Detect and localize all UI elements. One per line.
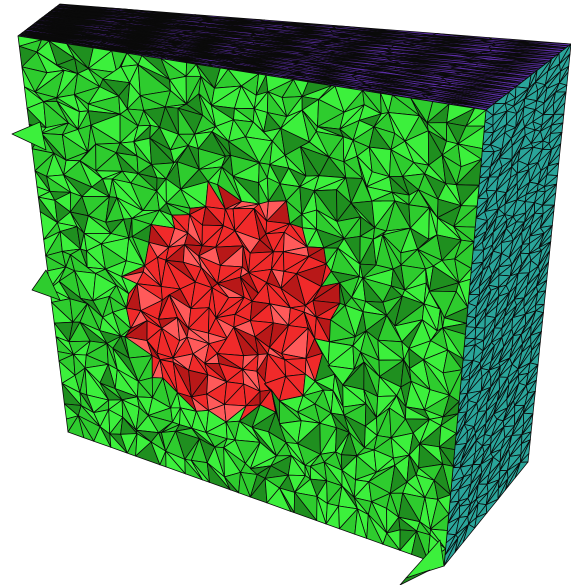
cut-face-triangle — [224, 476, 240, 494]
cut-face-triangle — [366, 514, 384, 545]
cut-face-triangle — [293, 491, 318, 521]
cut-face-triangle — [190, 459, 211, 483]
side-face-triangle — [514, 461, 529, 479]
cut-face-triangle — [279, 487, 295, 513]
cut-face-triangle — [238, 471, 251, 498]
cut-face-triangle — [109, 433, 128, 454]
edge-spike — [399, 569, 431, 585]
cut-face-triangle — [316, 496, 327, 525]
cut-face — [11, 35, 487, 585]
side-face-triangle — [462, 523, 476, 543]
edge-spike — [31, 269, 61, 301]
edge-spike — [11, 121, 47, 151]
side-face-triangle — [474, 512, 488, 529]
side-face-triangle — [485, 498, 499, 514]
cut-face-triangle — [411, 530, 429, 561]
cut-face-triangle — [354, 508, 368, 539]
cut-face-triangle — [165, 450, 186, 475]
cut-face-triangle — [184, 458, 203, 481]
side-face — [443, 43, 571, 567]
cut-face-triangle — [206, 462, 231, 491]
top-face — [17, 3, 571, 111]
cut-face-triangle — [382, 532, 401, 551]
cut-face-triangle — [77, 415, 95, 442]
cut-face-triangle — [93, 426, 112, 448]
